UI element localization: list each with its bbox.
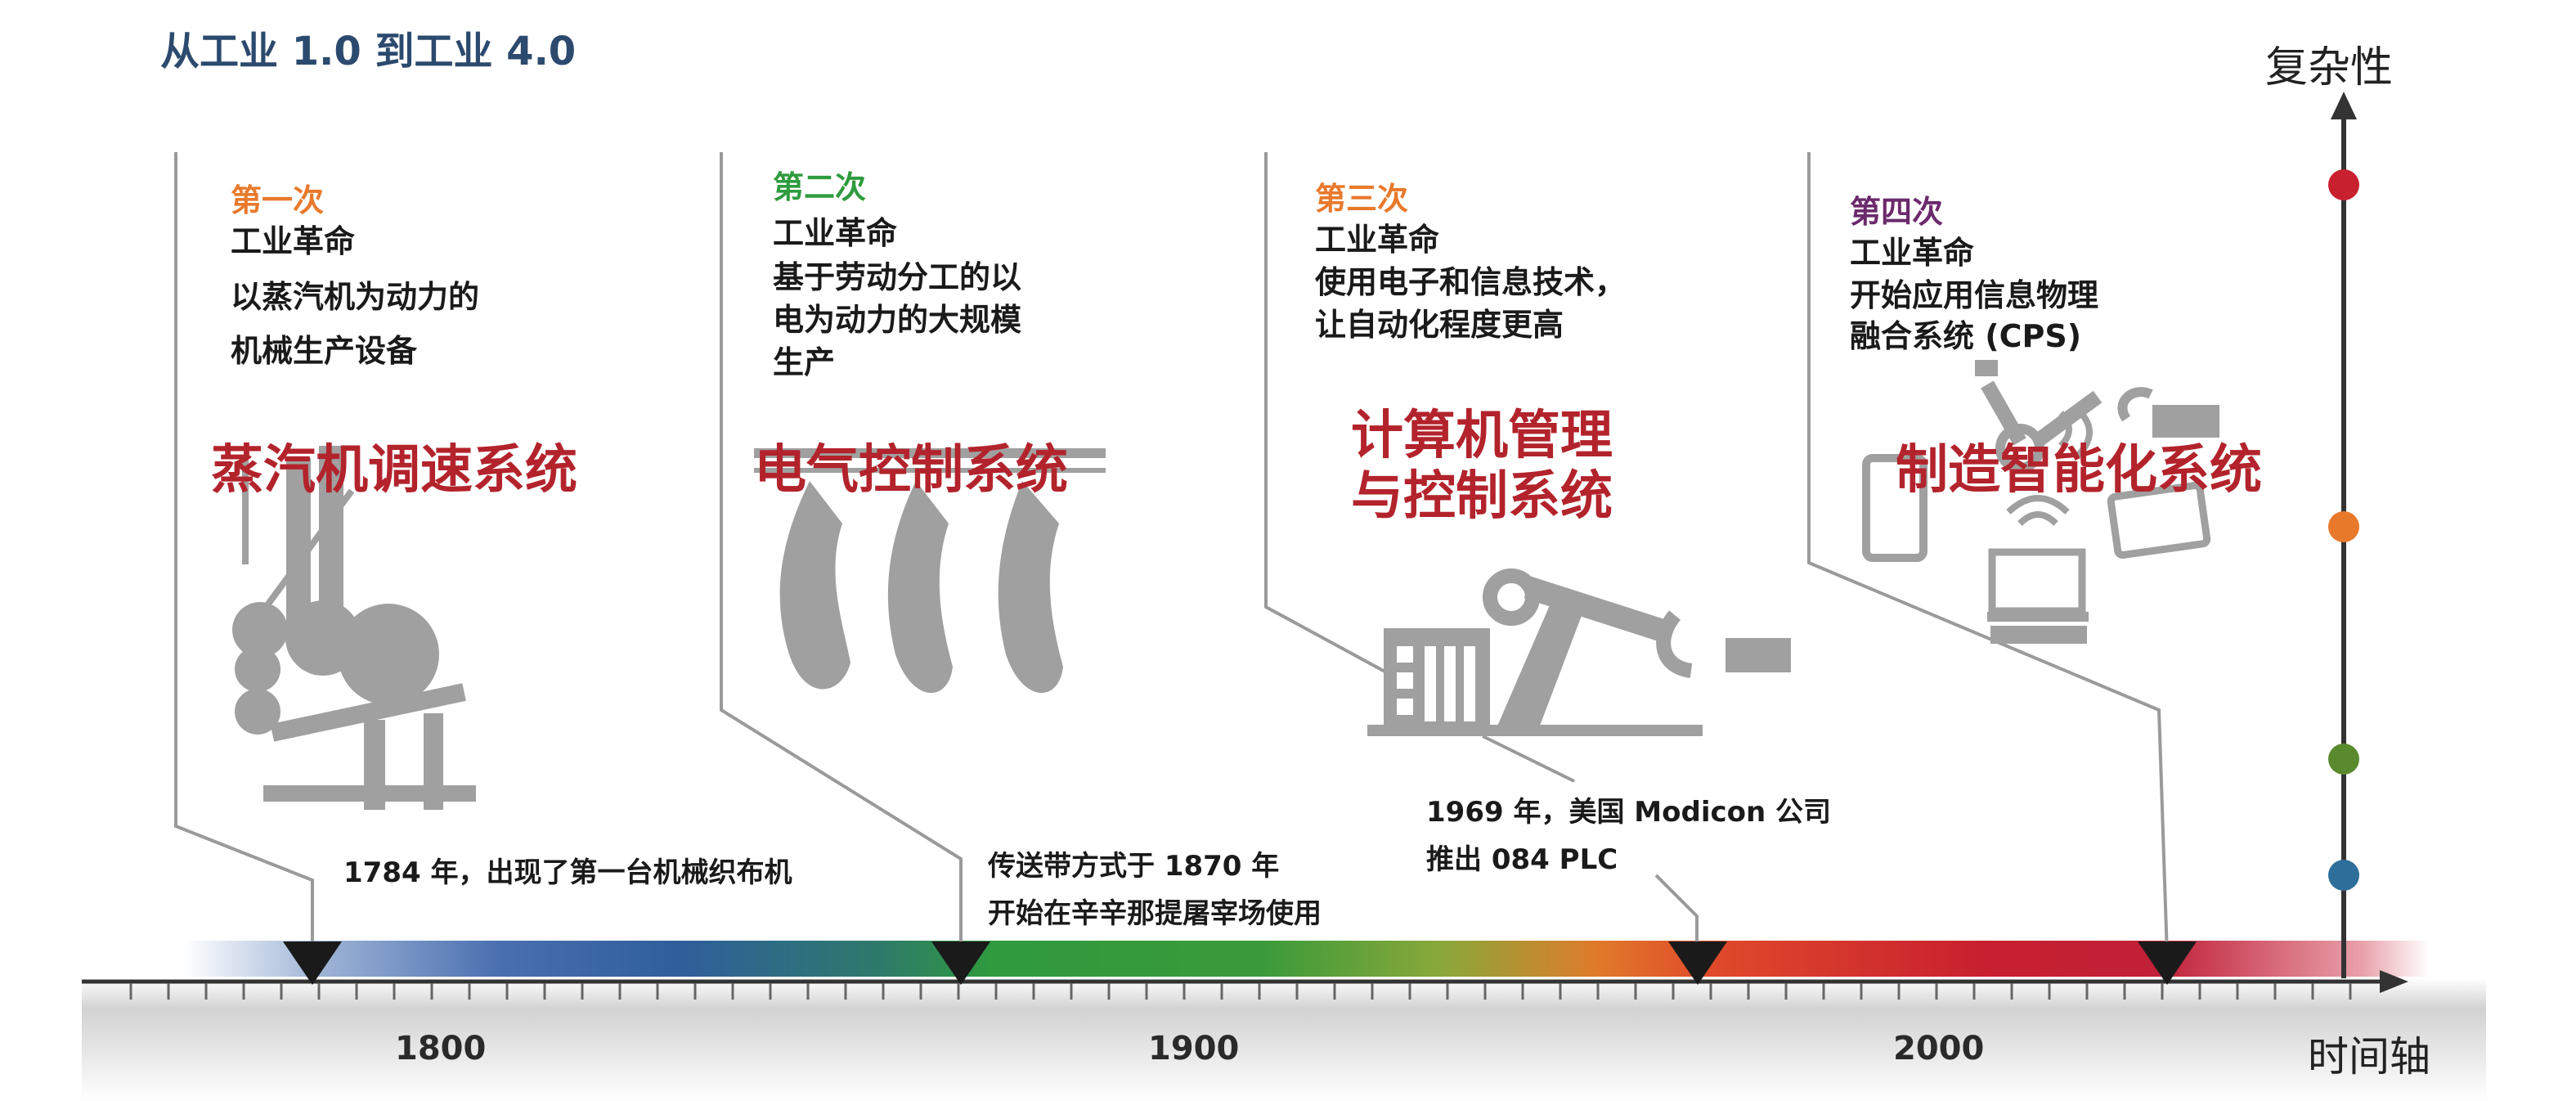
year-label-1800: 1800 bbox=[395, 1030, 487, 1067]
era-1-line-1: 工业革命 bbox=[231, 223, 356, 259]
era-3-system-line-1: 计算机管理 bbox=[1351, 406, 1613, 466]
era-4-system: 制造智能化系统 bbox=[1896, 440, 2262, 501]
event-1784: 1784 年，出现了第一台机械织布机 bbox=[343, 856, 792, 889]
era-3-line-2: 使用电子和信息技术， bbox=[1315, 264, 1627, 300]
marker-era4 bbox=[2138, 941, 2197, 985]
era-1-line-2: 以蒸汽机为动力的 bbox=[231, 279, 480, 315]
steam-loom-icon bbox=[232, 446, 476, 810]
era-3-line-1: 工业革命 bbox=[1315, 222, 1440, 258]
era-2-system: 电气控制系统 bbox=[754, 440, 1068, 501]
era-2-line-1: 工业革命 bbox=[773, 215, 898, 251]
era-4-line-1: 工业革命 bbox=[1850, 235, 1975, 271]
era-3-ordinal: 第三次 bbox=[1315, 181, 1409, 217]
year-label-1900: 1900 bbox=[1148, 1030, 1240, 1067]
robot-arm-plc-icon bbox=[1367, 568, 1791, 736]
era3-frame-line-b bbox=[1482, 735, 1575, 783]
era-2-line-3: 电为动力的大规模 bbox=[773, 302, 1022, 338]
dot-industry-1 bbox=[2328, 860, 2359, 891]
dot-industry-4 bbox=[2328, 169, 2359, 200]
connected-devices-icon bbox=[1862, 360, 2219, 644]
era1-frame-line bbox=[174, 152, 314, 955]
era2-frame-line bbox=[720, 152, 963, 955]
marker-1969 bbox=[1668, 941, 1727, 985]
dot-industry-3 bbox=[2328, 511, 2359, 542]
event-1969-line-1: 1969 年，美国 Modicon 公司 bbox=[1426, 796, 1832, 829]
event-1969-line-2: 推出 084 PLC bbox=[1426, 843, 1618, 876]
page-title: 从工业 1.0 到工业 4.0 bbox=[160, 29, 577, 74]
marker-1870 bbox=[931, 941, 990, 985]
axis-band bbox=[82, 978, 2486, 1101]
era4-frame-line bbox=[1807, 152, 2169, 956]
time-axis-label: 时间轴 bbox=[2308, 1033, 2430, 1081]
era-gradient-bar bbox=[184, 941, 2429, 977]
era-2-line-4: 生产 bbox=[773, 344, 836, 380]
era-3-system-line-2: 与控制系统 bbox=[1351, 466, 1613, 527]
era-2-ordinal: 第二次 bbox=[773, 169, 867, 205]
complexity-axis bbox=[2328, 92, 2359, 978]
era-1-ordinal: 第一次 bbox=[231, 182, 325, 218]
time-axis bbox=[82, 970, 2408, 1000]
era-3-line-3: 让自动化程度更高 bbox=[1315, 307, 1564, 343]
era-4-line-2: 开始应用信息物理 bbox=[1850, 277, 2099, 313]
complexity-axis-label: 复杂性 bbox=[2265, 43, 2394, 92]
era-1-system: 蒸汽机调速系统 bbox=[211, 440, 577, 501]
year-label-2000: 2000 bbox=[1893, 1030, 1985, 1067]
era-1-line-3: 机械生产设备 bbox=[231, 333, 418, 369]
dot-industry-2 bbox=[2328, 744, 2359, 775]
era-4-line-3: 融合系统 (CPS) bbox=[1850, 318, 2082, 354]
era-2-line-2: 基于劳动分工的以 bbox=[773, 259, 1022, 295]
marker-1784 bbox=[283, 941, 342, 985]
era-4-ordinal: 第四次 bbox=[1850, 194, 1944, 230]
event-1870-line-1: 传送带方式于 1870 年 bbox=[988, 850, 1280, 883]
event-1870-line-2: 开始在辛辛那提屠宰场使用 bbox=[988, 897, 1322, 930]
conveyor-carcass-icon bbox=[754, 448, 1106, 694]
